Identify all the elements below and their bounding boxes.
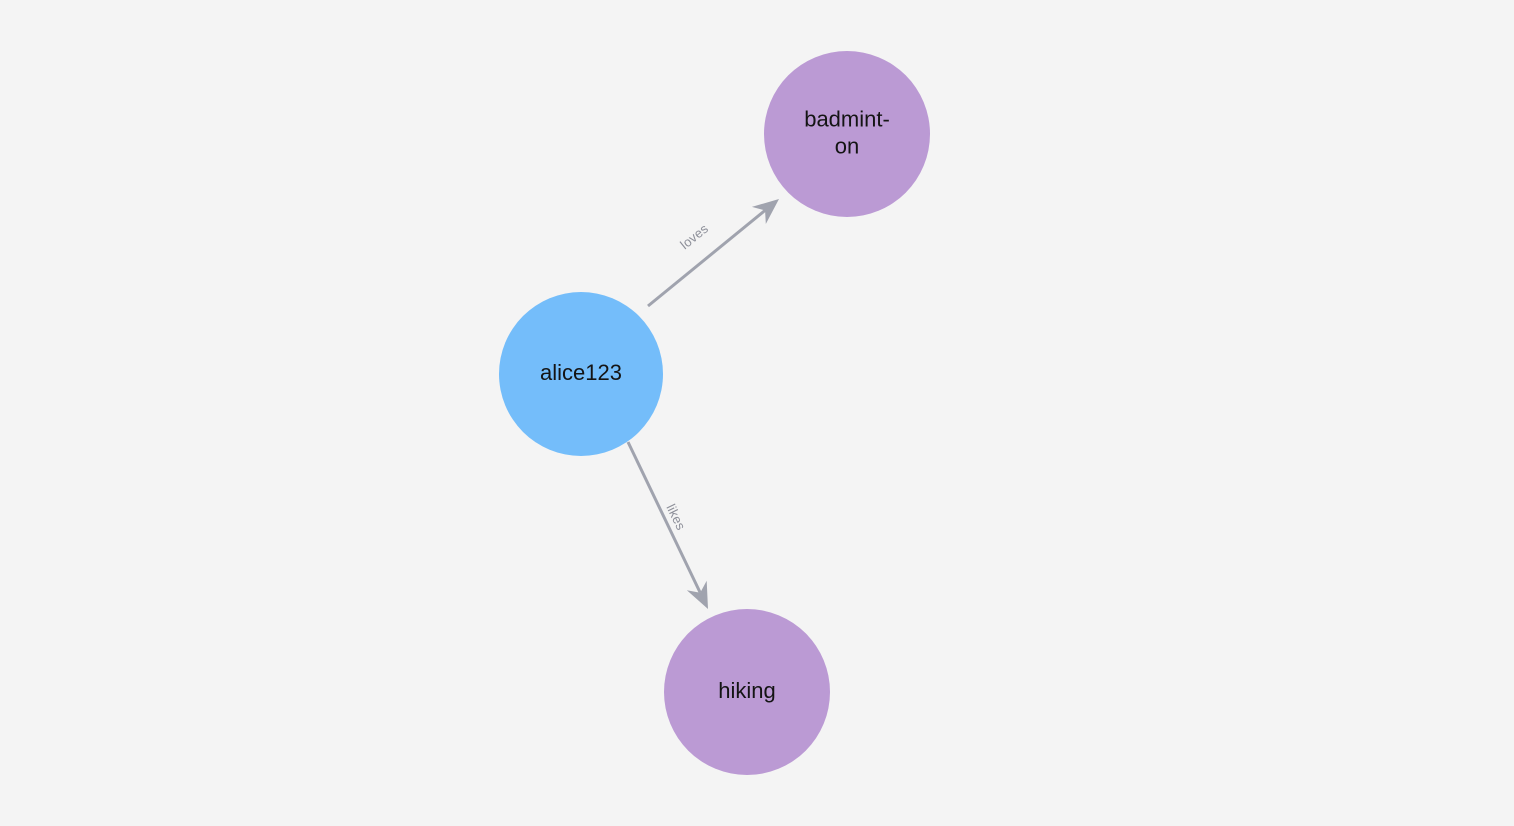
graph-edge[interactable]: loves [647,199,779,308]
edge-arrowhead-icon [751,199,779,224]
node-label: badmint- [804,106,890,131]
graph-node-alice123[interactable]: alice123 [499,292,663,456]
edge-line [626,441,702,594]
node-label: on [835,133,859,158]
edge-label: loves [677,221,711,253]
node-circle[interactable] [764,51,930,217]
node-circle[interactable] [664,609,830,775]
nodes-layer: alice123 badmint-on hiking [499,51,930,775]
edge-label: likes [663,502,688,533]
node-circle[interactable] [499,292,663,456]
node-label: alice123 [540,360,622,385]
graph-edge[interactable]: likes [626,441,708,609]
edge-line [647,209,767,308]
graph-node-badminton[interactable]: badmint-on [764,51,930,217]
edge-arrowhead-icon [686,580,708,609]
graph-node-hiking[interactable]: hiking [664,609,830,775]
node-label: hiking [718,678,775,703]
